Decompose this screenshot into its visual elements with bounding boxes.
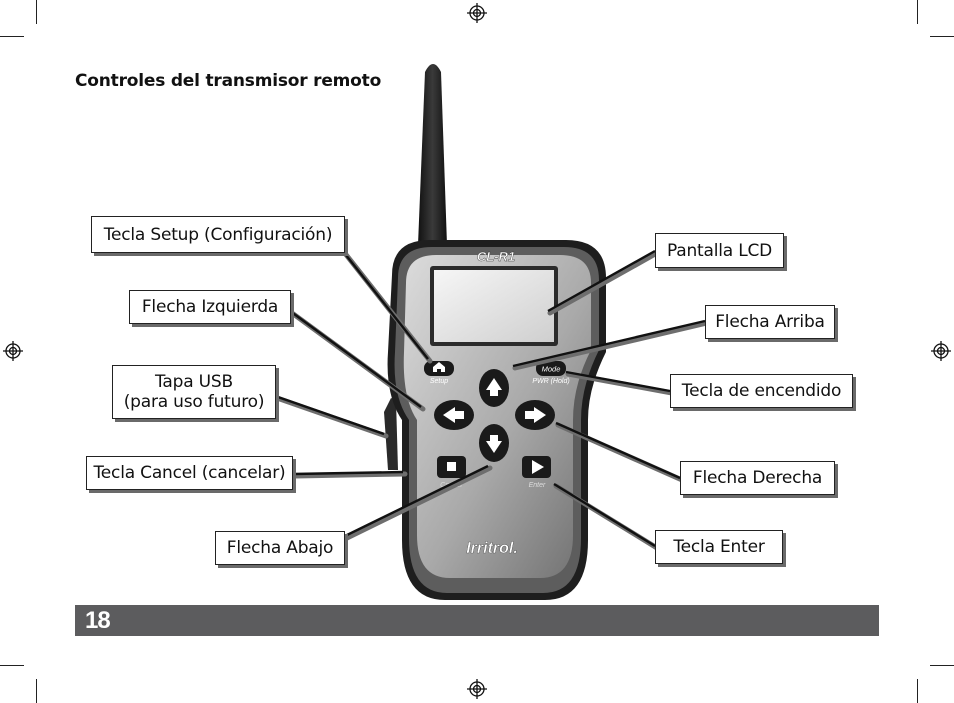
down-arrow-key bbox=[479, 424, 509, 462]
callout-usb-cover-text: Tapa USB bbox=[155, 372, 233, 392]
crop-mark bbox=[36, 0, 37, 24]
usb-cover bbox=[384, 398, 398, 470]
crop-mark bbox=[0, 665, 24, 666]
callout-up-arrow-text: Flecha Arriba bbox=[715, 312, 825, 332]
setup-key-label: Setup bbox=[430, 378, 448, 385]
registration-mark-icon bbox=[467, 679, 487, 699]
page-number: 18 bbox=[85, 607, 111, 634]
callout-cancel-key-text: Tecla Cancel (cancelar) bbox=[93, 463, 286, 483]
callout-right-arrow: Flecha Derecha bbox=[680, 461, 835, 495]
left-arrow-key bbox=[434, 400, 474, 430]
callout-usb-cover: Tapa USB (para uso futuro) bbox=[112, 365, 276, 419]
crop-mark bbox=[0, 36, 24, 37]
callout-setup-key: Tecla Setup (Configuración) bbox=[91, 216, 345, 253]
brand-logo: Irritrol. bbox=[466, 540, 518, 557]
crop-mark bbox=[917, 679, 918, 703]
registration-mark-icon bbox=[931, 341, 951, 361]
callout-down-arrow-text: Flecha Abajo bbox=[226, 538, 334, 558]
callout-right-arrow-text: Flecha Derecha bbox=[692, 468, 823, 488]
enter-key-label: Enter bbox=[529, 482, 546, 489]
registration-mark-icon bbox=[467, 3, 487, 23]
callout-up-arrow: Flecha Arriba bbox=[705, 305, 835, 339]
callout-power-key-text: Tecla de encendido bbox=[681, 381, 842, 401]
callout-down-arrow: Flecha Abajo bbox=[215, 531, 345, 565]
callout-usb-cover-note: (para uso futuro) bbox=[123, 392, 265, 412]
mode-key-label: Mode bbox=[542, 365, 561, 374]
page-footer-bar: 18 bbox=[75, 605, 879, 636]
right-arrow-key bbox=[515, 400, 555, 430]
crop-mark bbox=[930, 36, 954, 37]
callout-left-arrow-text: Flecha Izquierda bbox=[141, 297, 279, 317]
registration-mark-icon bbox=[3, 341, 23, 361]
setup-key: Setup bbox=[424, 361, 454, 385]
play-icon bbox=[532, 460, 544, 474]
home-icon bbox=[433, 362, 445, 372]
callout-power-key: Tecla de encendido bbox=[670, 374, 853, 408]
callout-left-arrow: Flecha Izquierda bbox=[129, 290, 291, 324]
up-arrow-key bbox=[479, 369, 509, 407]
antenna bbox=[418, 64, 447, 245]
power-key-label: PWR (Hold) bbox=[532, 378, 569, 385]
right-arrow-icon bbox=[525, 407, 546, 423]
model-label: CL-R1 bbox=[477, 249, 515, 264]
callout-enter-key-text: Tecla Enter bbox=[673, 537, 765, 557]
callout-lcd-screen: Pantalla LCD bbox=[655, 233, 784, 268]
down-arrow-icon bbox=[486, 435, 502, 453]
crop-mark bbox=[930, 665, 954, 666]
crop-mark bbox=[36, 679, 37, 703]
callout-enter-key: Tecla Enter bbox=[655, 530, 783, 564]
callout-setup-key-text: Tecla Setup (Configuración) bbox=[103, 224, 333, 245]
crop-mark bbox=[917, 0, 918, 24]
left-arrow-icon bbox=[443, 407, 464, 423]
page-title: Controles del transmisor remoto bbox=[75, 71, 382, 91]
callout-lcd-screen-text: Pantalla LCD bbox=[666, 240, 773, 261]
enter-key: Enter bbox=[522, 456, 551, 489]
stop-icon bbox=[447, 462, 456, 471]
up-arrow-icon bbox=[486, 378, 502, 396]
callout-cancel-key: Tecla Cancel (cancelar) bbox=[86, 456, 293, 490]
power-key: Mode PWR (Hold) bbox=[532, 361, 570, 385]
